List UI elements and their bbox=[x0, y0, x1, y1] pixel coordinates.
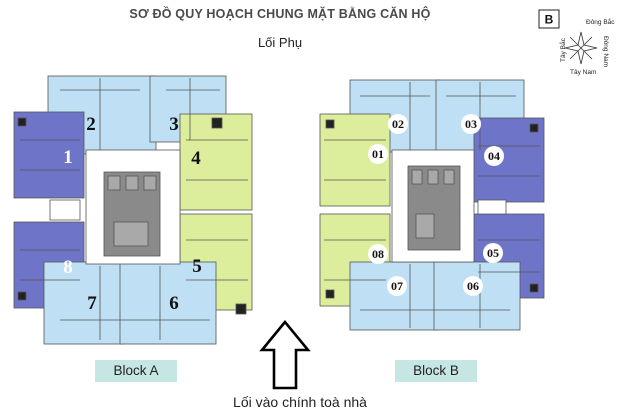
block-a-label: Block A bbox=[95, 360, 177, 382]
compass-south-west: Tây Nam bbox=[570, 69, 596, 76]
unit-badge-03: 03 bbox=[461, 114, 481, 134]
unit-badge-02: 02 bbox=[388, 114, 408, 134]
compass-north-east: Đông Bắc bbox=[586, 17, 615, 26]
unit-number-7: 7 bbox=[87, 293, 97, 314]
unit-06-area bbox=[433, 261, 521, 331]
compass-letter-box bbox=[538, 9, 560, 29]
unit-badge-08: 08 bbox=[368, 244, 388, 264]
unit-6-area bbox=[119, 261, 217, 345]
unit-number-03: 03 bbox=[465, 117, 477, 131]
unit-number-2: 2 bbox=[86, 114, 96, 135]
unit-badge-05: 05 bbox=[483, 243, 503, 263]
side-stair bbox=[49, 199, 81, 221]
compass-letter: B bbox=[545, 13, 554, 27]
unit-number-06: 06 bbox=[467, 279, 479, 293]
unit-number-5: 5 bbox=[192, 256, 202, 277]
unit-7-area bbox=[43, 261, 125, 345]
unit-4-area bbox=[179, 113, 253, 211]
compass: B Đông Bắc Tây Nam Tây Bắc Đông Nam bbox=[538, 9, 615, 76]
unit-number-3: 3 bbox=[169, 114, 179, 135]
block-a-plan bbox=[13, 75, 253, 345]
compass-south-east: Đông Nam bbox=[602, 36, 609, 67]
unit-number-6: 6 bbox=[169, 293, 179, 314]
unit-badge-06: 06 bbox=[463, 276, 483, 296]
unit-number-8: 8 bbox=[63, 257, 73, 278]
unit-number-07: 07 bbox=[391, 279, 403, 293]
unit-number-04: 04 bbox=[488, 149, 500, 163]
block-b-plan bbox=[319, 79, 545, 331]
unit-number-01: 01 bbox=[372, 147, 384, 161]
unit-number-08: 08 bbox=[372, 247, 384, 261]
compass-rose-icon bbox=[564, 31, 598, 65]
unit-badge-04: 04 bbox=[484, 146, 504, 166]
plan-title: SƠ ĐỒ QUY HOẠCH CHUNG MẶT BẰNG CĂN HỘ bbox=[129, 7, 431, 21]
side-entrance-label: Lối Phụ bbox=[257, 35, 303, 50]
side-stair-b bbox=[477, 199, 507, 215]
unit-badge-01: 01 bbox=[368, 144, 388, 164]
block-b-label: Block B bbox=[395, 360, 477, 382]
compass-north-west: Tây Bắc bbox=[558, 37, 567, 62]
unit-number-1: 1 bbox=[63, 147, 73, 168]
main-entrance-label: Lối vào chính toà nhà bbox=[233, 394, 367, 410]
unit-number-4: 4 bbox=[191, 148, 201, 169]
unit-number-02: 02 bbox=[392, 117, 404, 131]
entrance-arrow-icon bbox=[259, 319, 311, 390]
unit-07-area bbox=[349, 261, 439, 331]
unit-number-05: 05 bbox=[487, 246, 499, 260]
unit-badge-07: 07 bbox=[387, 276, 407, 296]
